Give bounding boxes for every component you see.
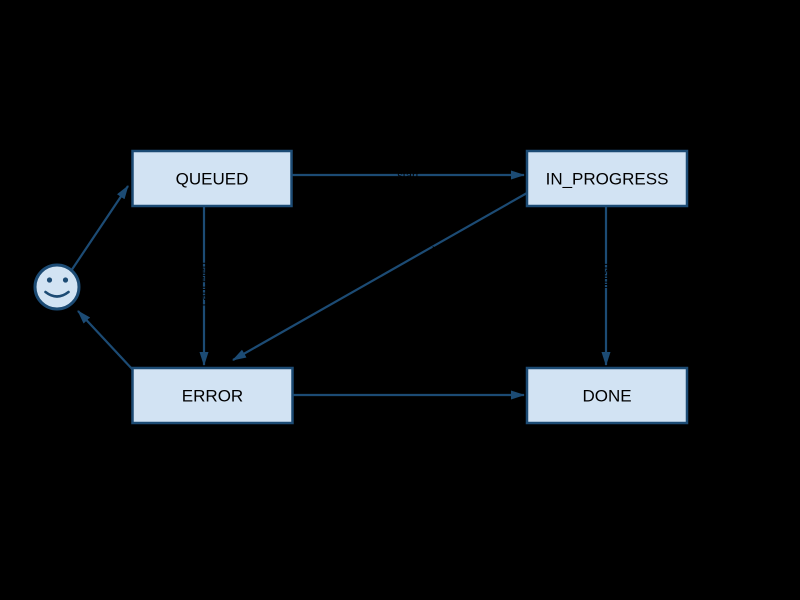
node-in-progress-box: [525, 149, 689, 208]
edge-in-progress-to-error: [232, 192, 528, 361]
edge-error-to-start: [77, 310, 134, 371]
node-error-box: [131, 366, 294, 425]
edge-label-in-progress-to-error: error_occurred: [371, 245, 440, 291]
edge-start-to-queued: [70, 185, 129, 272]
smiley-right-eye: [62, 277, 69, 283]
node-done-box: [525, 366, 689, 425]
node-in-progress-label: IN_PROGRESS: [546, 169, 669, 188]
node-in-progress: IN_PROGRESS: [525, 149, 689, 208]
edge-label-in-progress-to-done: finish: [600, 263, 612, 289]
edge-label-queued-to-error: canceled: [198, 262, 210, 306]
node-error-label: ERROR: [182, 386, 243, 405]
node-queued: QUEUED: [131, 149, 293, 208]
node-done: DONE: [525, 366, 689, 425]
node-queued-box: [131, 149, 293, 208]
edge-label-queued-to-in-progress: start: [397, 170, 418, 182]
edges-layer: [70, 170, 611, 400]
smiley-mouth: [44, 290, 70, 298]
smiley-face-icon: [33, 263, 81, 311]
smiley-head: [33, 263, 81, 311]
node-error: ERROR: [131, 366, 294, 425]
node-queued-label: QUEUED: [176, 169, 249, 188]
smiley-left-eye: [46, 277, 53, 283]
node-done-label: DONE: [582, 386, 631, 405]
